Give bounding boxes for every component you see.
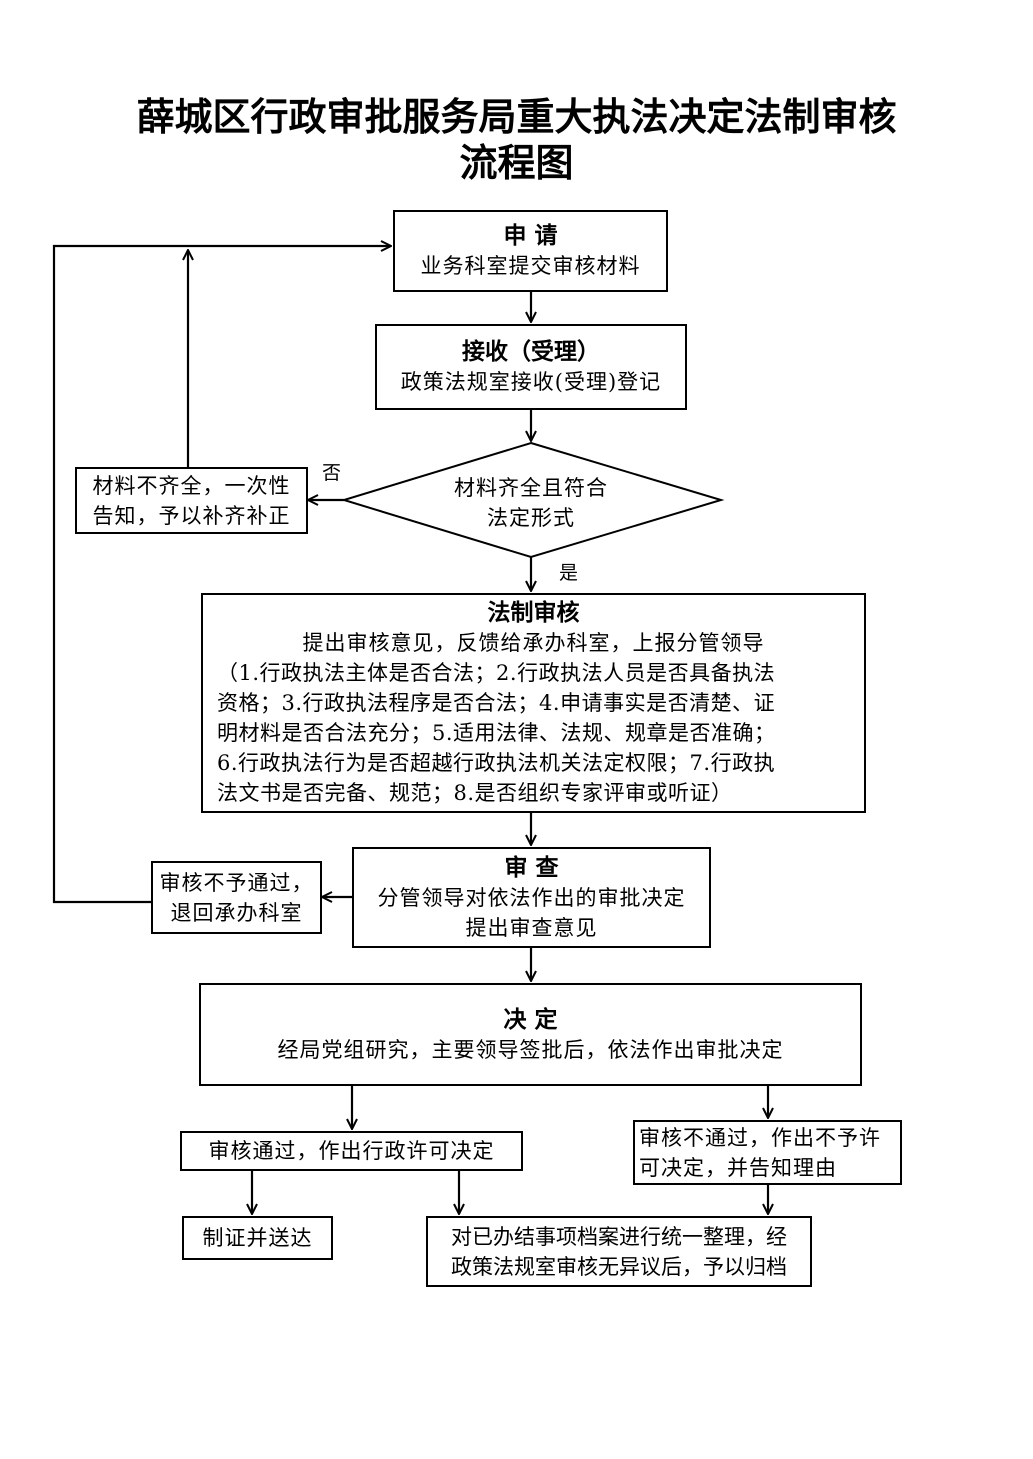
archive-box: 对已办结事项档案进行统一整理，经 政策法规室审核无异议后，予以归档 xyxy=(426,1216,812,1287)
not-approved-line2: 可决定，并告知理由 xyxy=(639,1155,837,1180)
incomplete-box: 材料不齐全，一次性 告知，予以补齐补正 xyxy=(75,467,308,534)
incomplete-text-line2: 告知，予以补齐补正 xyxy=(92,503,291,528)
examine-text-line1: 分管领导对依法作出的审批决定 xyxy=(377,885,686,910)
reject-return-box: 审核不予通过， 退回承办科室 xyxy=(151,861,322,934)
page-title: 薛城区行政审批服务局重大执法决定法制审核 xyxy=(136,94,897,139)
decision-text: 经局党组研究，主要领导签批后，依法作出审批决定 xyxy=(277,1037,784,1062)
not-approved-line1: 审核不通过，作出不予许 xyxy=(639,1125,881,1150)
legal-review-item: 明材料是否合法充分；5.适用法律、法规、规章是否准确； xyxy=(217,721,776,745)
check-text-line1: 材料齐全且符合 xyxy=(454,476,608,500)
archive-text-line1: 对已办结事项档案进行统一整理，经 xyxy=(451,1224,787,1249)
approved-text: 审核通过，作出行政许可决定 xyxy=(208,1139,495,1163)
receive-box: 接收（受理） 政策法规室接收(受理)登记 xyxy=(375,324,687,410)
examine-heading: 审 查 xyxy=(504,854,559,881)
decision-box: 决 定 经局党组研究，主要领导签批后，依法作出审批决定 xyxy=(199,983,862,1086)
examine-text-line2: 提出审查意见 xyxy=(465,915,598,940)
apply-box: 申 请 业务科室提交审核材料 xyxy=(393,210,668,292)
label-yes: 是 xyxy=(559,562,579,584)
legal-review-item: （1.行政执法主体是否合法；2.行政执法人员是否具备执法 xyxy=(217,661,776,685)
receive-heading: 接收（受理） xyxy=(462,339,600,365)
legal-review-item: 法文书是否完备、规范；8.是否组织专家评审或听证） xyxy=(217,781,733,805)
apply-heading: 申 请 xyxy=(503,223,558,249)
archive-text-line2: 政策法规室审核无异议后，予以归档 xyxy=(451,1254,787,1279)
page-title-line2: 流程图 xyxy=(459,140,574,185)
legal-review-summary: 提出审核意见，反馈给承办科室，上报分管领导 xyxy=(302,631,765,655)
approved-box: 审核通过，作出行政许可决定 xyxy=(180,1131,523,1171)
apply-text: 业务科室提交审核材料 xyxy=(420,254,641,278)
check-text: 材料齐全且符合 法定形式 xyxy=(431,473,631,533)
label-no: 否 xyxy=(322,462,342,484)
certificate-box: 制证并送达 xyxy=(182,1216,333,1260)
legal-review-heading: 法制审核 xyxy=(487,600,580,626)
legal-review-box: 法制审核 提出审核意见，反馈给承办科室，上报分管领导 （1.行政执法主体是否合法… xyxy=(201,593,866,813)
certificate-text: 制证并送达 xyxy=(202,1226,313,1250)
decision-heading: 决 定 xyxy=(503,1006,558,1033)
reject-return-line1: 审核不予通过， xyxy=(159,870,314,895)
legal-review-item: 6.行政执法行为是否超越行政执法机关法定权限；7.行政执 xyxy=(217,751,776,775)
incomplete-text-line1: 材料不齐全，一次性 xyxy=(92,473,291,498)
reject-return-line2: 退回承办科室 xyxy=(170,900,303,925)
arrow-reject-apply-loop xyxy=(52,246,391,904)
legal-review-item: 资格；3.行政执法程序是否合法；4.申请事实是否清楚、证 xyxy=(217,691,776,715)
receive-text: 政策法规室接收(受理)登记 xyxy=(400,370,662,394)
examine-box: 审 查 分管领导对依法作出的审批决定 提出审查意见 xyxy=(352,847,711,948)
decision-diamond xyxy=(340,441,725,559)
not-approved-box: 审核不通过，作出不予许 可决定，并告知理由 xyxy=(633,1120,902,1185)
check-text-line2: 法定形式 xyxy=(487,506,575,530)
